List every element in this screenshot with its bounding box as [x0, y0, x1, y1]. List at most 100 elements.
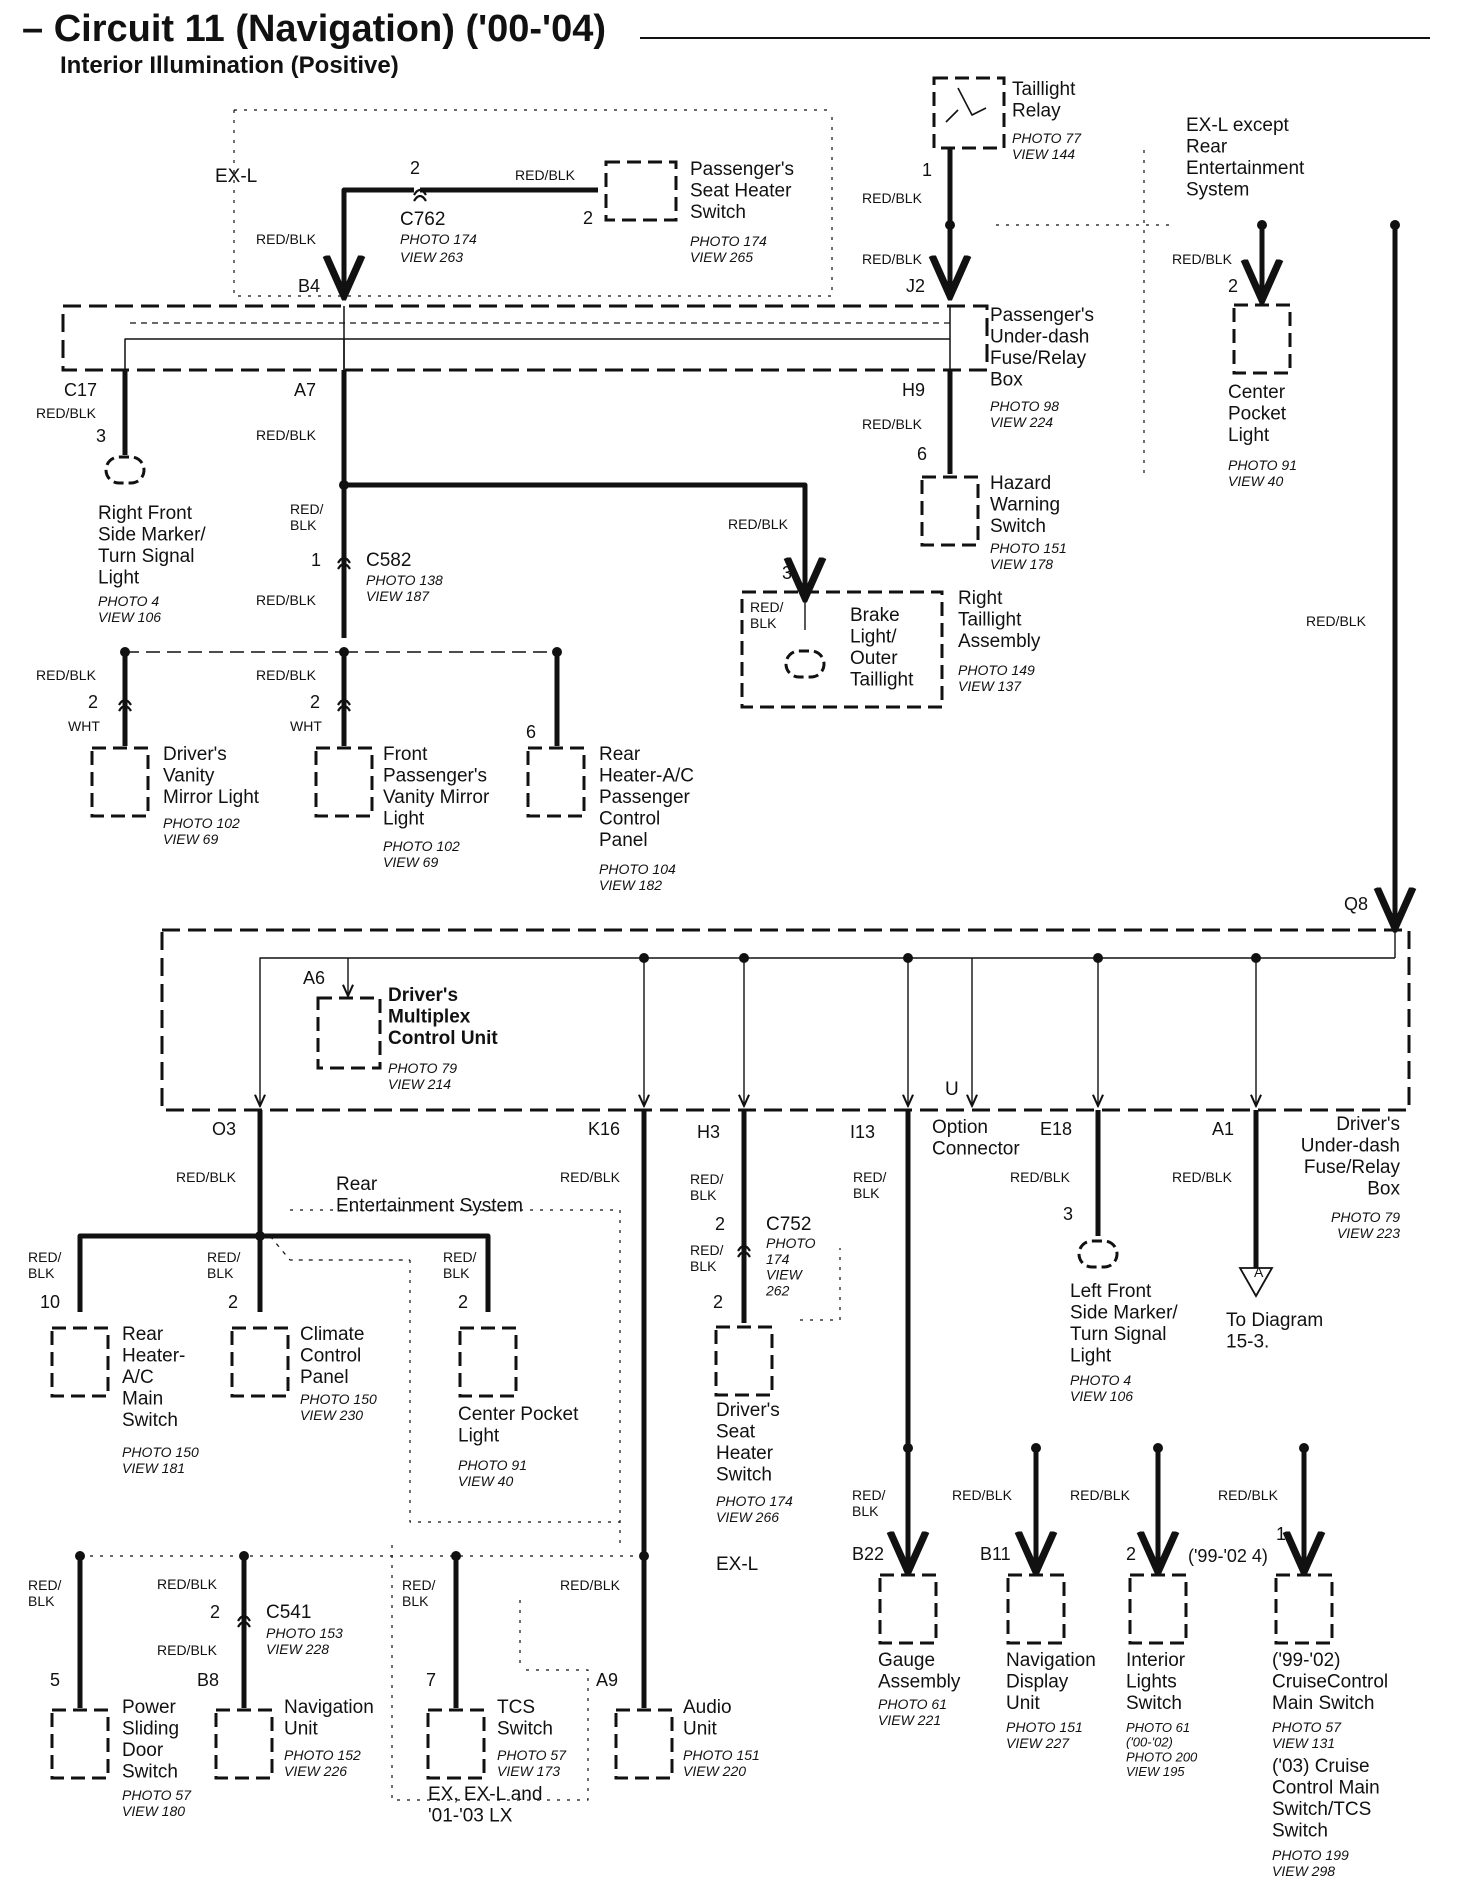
navigation-display-unit — [1006, 1573, 1066, 1645]
label-fpwht: WHT — [290, 718, 322, 734]
label-b4: B4 — [298, 276, 320, 296]
center-pocket-light-2 — [458, 1326, 518, 1398]
power-sliding-door-switch — [50, 1708, 110, 1780]
label-q8: Q8 — [1344, 894, 1368, 914]
splice-dot — [1093, 953, 1103, 963]
label-c762wire: RED/BLK — [515, 167, 576, 183]
connector-icon — [737, 1244, 751, 1258]
connector-icon — [237, 1614, 251, 1628]
drivers-vanity-mirror-light — [90, 746, 150, 818]
label-dvw: RED/BLK — [36, 667, 97, 683]
label-a7w: RED/BLK — [256, 427, 317, 443]
label-tcsw: RED/BLK — [402, 1577, 436, 1609]
passenger-seat-heater-switch — [604, 160, 678, 222]
label-a9: A9 — [596, 1670, 618, 1690]
wire — [77, 1233, 491, 1312]
label-cpl2_p: 2 — [458, 1292, 468, 1312]
wire — [957, 87, 987, 116]
connector-icon — [337, 698, 351, 712]
label-lf3: 3 — [1063, 1204, 1073, 1224]
label-c582w: RED/BLK — [290, 501, 324, 533]
label-tlrw2: RED/BLK — [862, 251, 923, 267]
label-rbw: RED/BLK — [1306, 613, 1367, 629]
label-k16: K16 — [588, 1119, 620, 1139]
label-psdw: RED/BLK — [28, 1577, 62, 1609]
gauge-assembly — [878, 1573, 938, 1645]
center-pocket-light — [1232, 303, 1292, 375]
label-a7: A7 — [294, 380, 316, 400]
front-passengers-vanity-mirror-light — [314, 746, 374, 818]
splice-j2 — [945, 220, 955, 230]
drivers-underdash-fuse-box — [160, 928, 1411, 1112]
label-dshp2: 2 — [713, 1292, 723, 1312]
right-front-side-marker-bulb — [104, 455, 146, 485]
wire — [290, 1209, 621, 1548]
interior-lights-switch — [1128, 1573, 1188, 1645]
drivers-multiplex-control-unit — [316, 996, 382, 1070]
wire — [269, 1235, 410, 1261]
label-b8: B8 — [197, 1670, 219, 1690]
label-cpl2: 2 — [1228, 276, 1238, 296]
splice-k16 — [639, 1551, 649, 1561]
label-tri: A — [1254, 1264, 1264, 1280]
title-rule — [640, 37, 1430, 39]
label-tlrw1: RED/BLK — [862, 190, 923, 206]
label-ccw: RED/BLK — [1218, 1487, 1279, 1503]
connector-icon — [413, 188, 427, 202]
label-dvp: 2 — [88, 692, 98, 712]
connector-icon — [337, 556, 351, 570]
audio-unit — [614, 1708, 674, 1780]
label-cc9902: ('99-'02 4) — [1188, 1546, 1268, 1566]
label-tcsnote: EX, EX-L and'01-'03 LX — [428, 1784, 542, 1826]
label-c582: C582 — [366, 550, 411, 571]
label-e18: E18 — [1040, 1119, 1072, 1139]
taillight-relay — [932, 76, 1006, 150]
splice-dot — [639, 953, 649, 963]
splice-dot — [903, 1443, 913, 1453]
label-c762pin: 2 — [410, 158, 420, 178]
splice-a7 — [339, 480, 349, 490]
label-rta3: 3 — [782, 563, 792, 583]
label-u: U — [945, 1079, 959, 1100]
label-rham_p: 10 — [40, 1292, 60, 1312]
label-o3: O3 — [212, 1119, 236, 1139]
connector-icon — [118, 698, 132, 712]
label-rtaw2: RED/BLK — [750, 599, 784, 631]
label-exl2: EX-L — [716, 1554, 758, 1575]
wire — [391, 1545, 589, 1801]
label-ilsw: RED/BLK — [1070, 1487, 1131, 1503]
label-h3: H3 — [697, 1122, 720, 1142]
label-c17p: 3 — [96, 426, 106, 446]
wire — [344, 187, 414, 296]
label-j2: J2 — [906, 276, 925, 296]
to-diagram-triangle — [1238, 1267, 1274, 1298]
label-b11w: RED/BLK — [952, 1487, 1013, 1503]
label-h9w: RED/BLK — [862, 416, 923, 432]
splice-dot — [239, 1551, 249, 1561]
splice-c582 — [339, 647, 349, 657]
label-rtaw: RED/BLK — [728, 516, 789, 532]
